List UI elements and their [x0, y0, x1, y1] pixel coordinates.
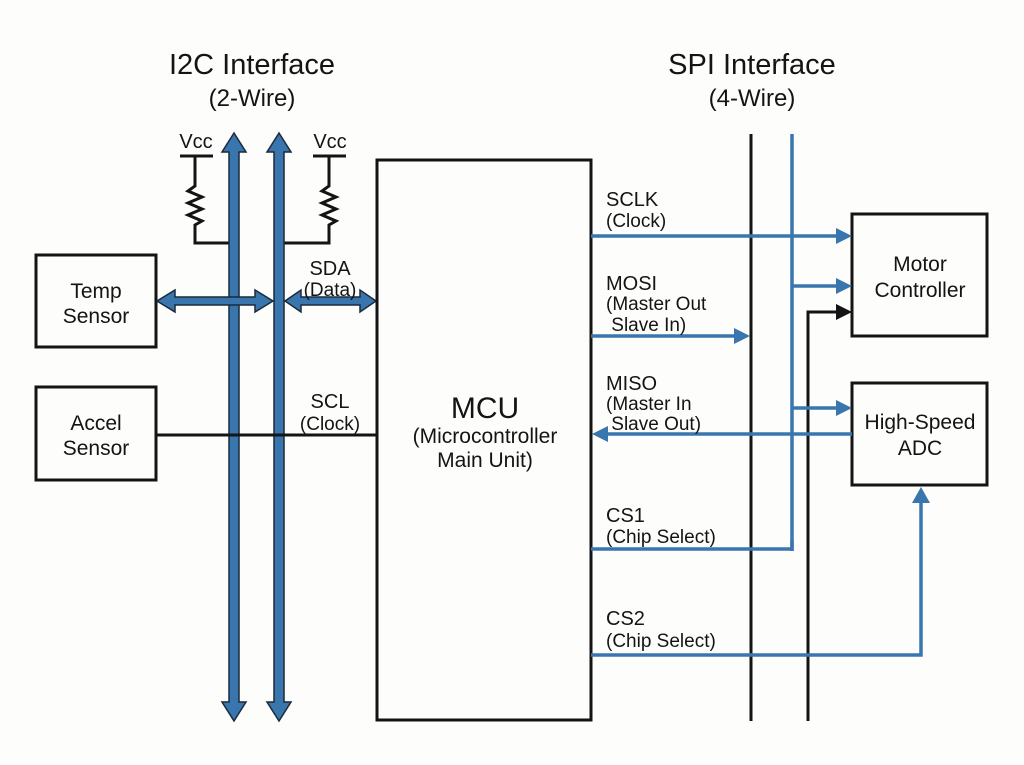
sda-arrow-temp	[155, 288, 275, 314]
mosi-desc-2: Slave In)	[606, 315, 686, 336]
miso-desc-2: Slave Out)	[606, 414, 701, 435]
mcu-box[interactable]	[375, 158, 593, 722]
cs1-line	[591, 540, 794, 551]
pullup-resistor-sda: Vcc	[179, 131, 234, 245]
sclk-label: SCLK	[606, 189, 659, 211]
miso-desc-1: (Master In	[606, 394, 692, 415]
mcu-sublabel-2: Main Unit)	[437, 449, 533, 472]
miso-arrowhead	[592, 426, 608, 442]
i2c-bus-scl	[265, 131, 293, 723]
cs2-desc: (Chip Select)	[606, 631, 716, 652]
sda-sublabel: (Data)	[304, 280, 357, 301]
cs2-arrowhead	[912, 487, 930, 503]
resistor-icon	[184, 156, 234, 245]
mcu-sublabel-1: (Microcontroller	[413, 425, 558, 448]
cs1-desc: (Chip Select)	[606, 527, 716, 548]
miso-label: MISO	[606, 373, 657, 395]
mosi-desc-1: (Master Out	[606, 294, 707, 315]
motor-black-line	[806, 310, 838, 316]
motor-controller-label-1: Motor	[893, 253, 947, 276]
temp-sensor-label-2: Sensor	[63, 305, 130, 328]
spi-subtitle: (4-Wire)	[709, 85, 796, 112]
motor-black-arrowhead	[836, 304, 852, 320]
scl-label: SCL	[311, 391, 350, 413]
mosi-label: MOSI	[606, 273, 657, 295]
adc-label-1: High-Speed	[865, 411, 976, 434]
temp-sensor-label-1: Temp	[70, 280, 121, 303]
cs1-label: CS1	[606, 505, 645, 527]
cs2-line	[591, 502, 923, 657]
mosi-arrowhead	[734, 328, 750, 344]
adc-box[interactable]	[850, 381, 989, 487]
sda-label: SDA	[309, 258, 351, 280]
cs2-label: CS2	[606, 608, 645, 630]
scl-sublabel: (Clock)	[300, 414, 360, 435]
motor-tap-arrowhead	[836, 278, 852, 294]
i2c-title: I2C Interface	[169, 49, 335, 81]
motor-controller-box[interactable]	[850, 212, 989, 338]
i2c-bus-sda	[220, 131, 248, 723]
accel-sensor-label-1: Accel	[70, 412, 121, 435]
accel-sensor-label-2: Sensor	[63, 437, 130, 460]
adc-tap-arrowhead	[836, 400, 852, 416]
sclk-desc: (Clock)	[606, 211, 666, 232]
temp-sensor-box[interactable]	[34, 253, 158, 349]
resistor-icon	[280, 156, 340, 245]
vcc-label-right: Vcc	[313, 131, 346, 153]
motor-controller-label-2: Controller	[874, 279, 965, 302]
i2c-subtitle: (2-Wire)	[209, 85, 296, 112]
sclk-arrowhead	[836, 228, 852, 244]
pullup-resistor-scl: Vcc	[280, 131, 347, 245]
spi-title: SPI Interface	[668, 49, 836, 81]
adc-label-2: ADC	[898, 437, 942, 460]
mcu-label: MCU	[451, 392, 519, 425]
vcc-label-left: Vcc	[179, 131, 212, 153]
